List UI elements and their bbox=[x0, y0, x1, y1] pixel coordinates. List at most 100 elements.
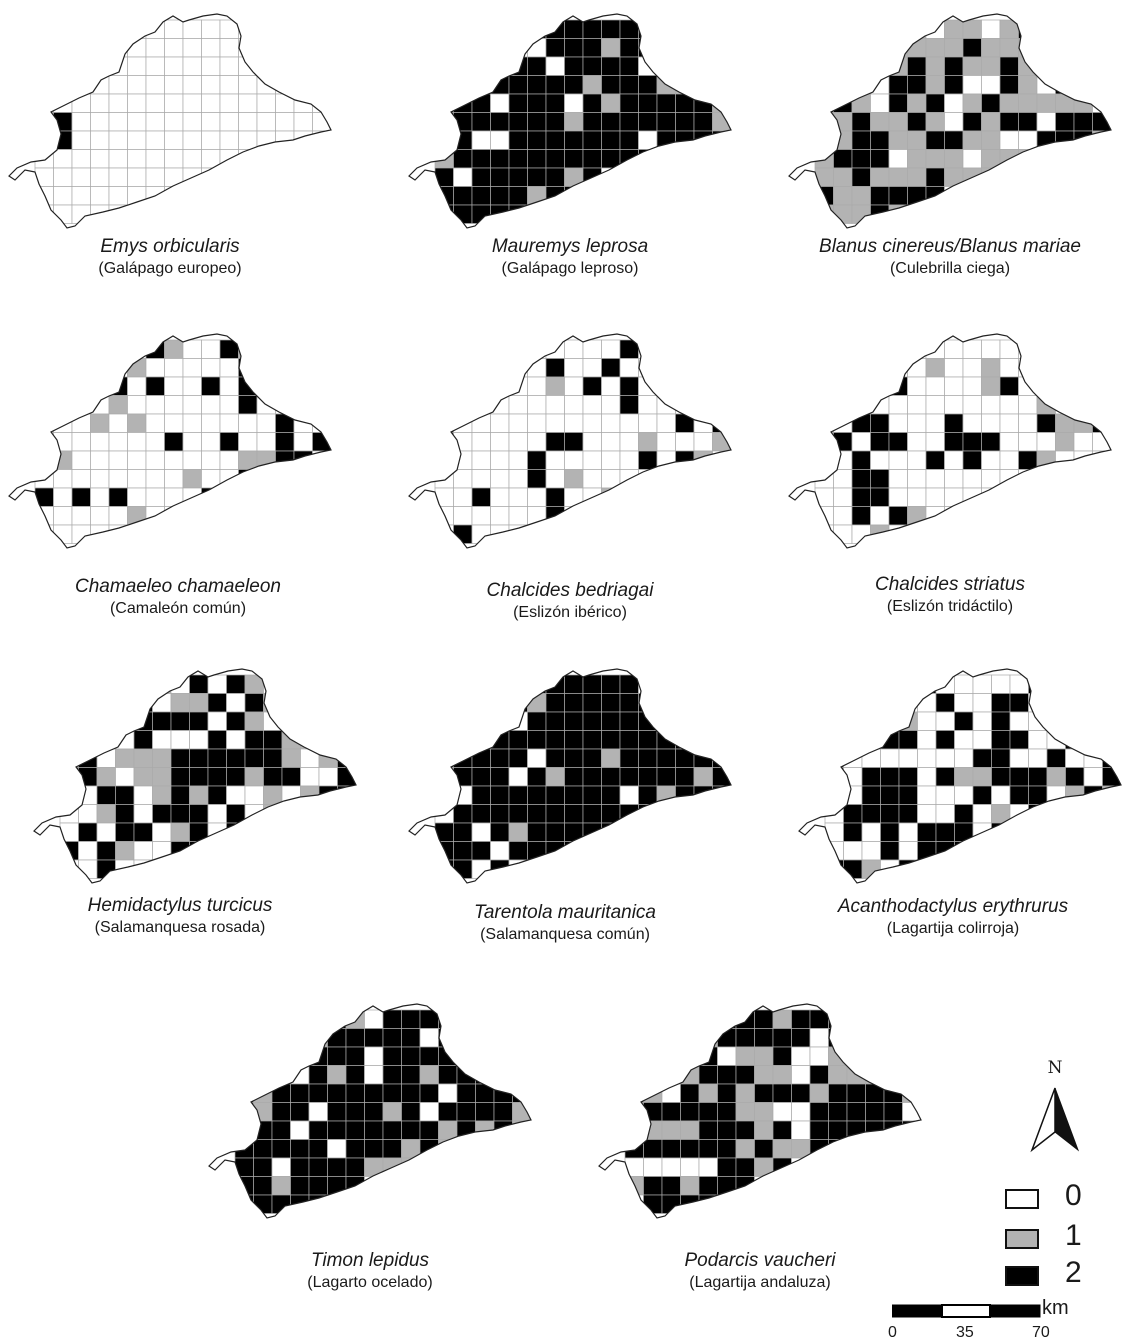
grid-cell bbox=[53, 112, 73, 132]
grid-cell bbox=[345, 1194, 365, 1214]
grid-cell bbox=[675, 376, 695, 396]
grid-cell bbox=[698, 1102, 718, 1122]
grid-cell bbox=[791, 1102, 811, 1122]
grid-cell bbox=[962, 413, 982, 433]
caption-bedriagai: Chalcides bedriagai (Eslizón ibérico) bbox=[405, 580, 735, 622]
common-name: (Camaleón común) bbox=[109, 599, 247, 617]
grid-cell bbox=[944, 358, 964, 378]
grid-cell bbox=[152, 785, 172, 805]
grid-cell bbox=[944, 524, 964, 544]
grid-cell bbox=[675, 804, 695, 824]
grid-cell bbox=[308, 1157, 328, 1177]
grid-cell bbox=[564, 358, 584, 378]
grid-cell bbox=[201, 524, 221, 544]
grid-cell bbox=[601, 674, 621, 694]
grid-cell bbox=[693, 693, 713, 713]
grid-cell bbox=[164, 487, 184, 507]
grid-cell bbox=[1009, 841, 1029, 861]
grid-cell bbox=[545, 730, 565, 750]
grid-cell bbox=[675, 413, 695, 433]
grid-cell bbox=[991, 822, 1011, 842]
grid-cell bbox=[1018, 395, 1038, 415]
grid-cell bbox=[170, 693, 190, 713]
grid-cell bbox=[712, 167, 731, 187]
grid-cell bbox=[90, 339, 110, 359]
grid-cell bbox=[1073, 186, 1093, 206]
grid-cell bbox=[490, 130, 510, 150]
grid-cell bbox=[1102, 841, 1121, 861]
grid-cell bbox=[1046, 674, 1066, 694]
province-outline bbox=[33, 668, 357, 884]
grid-cell bbox=[619, 785, 639, 805]
grid-cell bbox=[115, 767, 135, 787]
grid-cell bbox=[71, 56, 91, 76]
grid-cell bbox=[475, 1009, 495, 1029]
grid-cell bbox=[471, 130, 491, 150]
grid-cell bbox=[693, 432, 713, 452]
grid-cell bbox=[115, 841, 135, 861]
grid-cell bbox=[1036, 19, 1056, 39]
grid-cell bbox=[527, 167, 547, 187]
grid-cell bbox=[133, 674, 153, 694]
grid-cell bbox=[754, 1009, 774, 1029]
grid-cell bbox=[693, 149, 713, 169]
grid-cell bbox=[564, 149, 584, 169]
grid-cell bbox=[145, 130, 165, 150]
grid-cell bbox=[290, 1157, 310, 1177]
grid-cell bbox=[972, 767, 992, 787]
grid-cell bbox=[207, 748, 227, 768]
grid-cell bbox=[219, 450, 239, 470]
grid-cell bbox=[833, 469, 853, 489]
grid-cell bbox=[624, 1157, 644, 1177]
grid-cell bbox=[601, 186, 621, 206]
grid-cell bbox=[999, 186, 1019, 206]
grid-cell bbox=[972, 859, 992, 879]
grid-cell bbox=[244, 748, 264, 768]
grid-cell bbox=[962, 75, 982, 95]
grid-cell bbox=[656, 841, 676, 861]
grid-cell bbox=[828, 1102, 848, 1122]
grid-cell bbox=[624, 1120, 644, 1140]
grid-cell bbox=[318, 730, 338, 750]
grid-cell bbox=[717, 1194, 737, 1214]
grid-cell bbox=[127, 450, 147, 470]
grid-cell bbox=[108, 149, 128, 169]
grid-cell bbox=[902, 1139, 921, 1159]
grid-cell bbox=[1092, 413, 1111, 433]
grid-cell bbox=[434, 358, 454, 378]
grid-cell bbox=[843, 785, 863, 805]
grid-cell bbox=[271, 1139, 291, 1159]
grid-cell bbox=[471, 711, 491, 731]
grid-cell bbox=[219, 506, 239, 526]
grid-cell bbox=[833, 130, 853, 150]
grid-cell bbox=[256, 56, 276, 76]
grid-cell bbox=[772, 1065, 792, 1085]
legend-label: 0 bbox=[1065, 1179, 1082, 1212]
grid-cell bbox=[902, 1194, 921, 1214]
grid-cell bbox=[851, 56, 871, 76]
grid-cell bbox=[527, 822, 547, 842]
grid-cell bbox=[108, 167, 128, 187]
grid-cell bbox=[772, 1102, 792, 1122]
grid-cell bbox=[152, 767, 172, 787]
grid-cell bbox=[34, 413, 54, 433]
grid-cell bbox=[712, 730, 731, 750]
grid-cell bbox=[275, 469, 295, 489]
grid-cell bbox=[108, 339, 128, 359]
grid-cell bbox=[981, 487, 1001, 507]
grid-cell bbox=[888, 130, 908, 150]
grid-cell bbox=[843, 711, 863, 731]
grid-cell bbox=[34, 149, 54, 169]
grid-cell bbox=[281, 693, 301, 713]
grid-cell bbox=[275, 19, 295, 39]
grid-cell bbox=[1036, 56, 1056, 76]
grid-cell bbox=[880, 674, 900, 694]
grid-cell bbox=[471, 767, 491, 787]
grid-cell bbox=[638, 450, 658, 470]
grid-cell bbox=[71, 186, 91, 206]
grid-cell bbox=[53, 376, 73, 396]
grid-cell bbox=[1102, 711, 1121, 731]
grid-cell bbox=[164, 130, 184, 150]
grid-cell bbox=[471, 358, 491, 378]
grid-cell bbox=[981, 506, 1001, 526]
